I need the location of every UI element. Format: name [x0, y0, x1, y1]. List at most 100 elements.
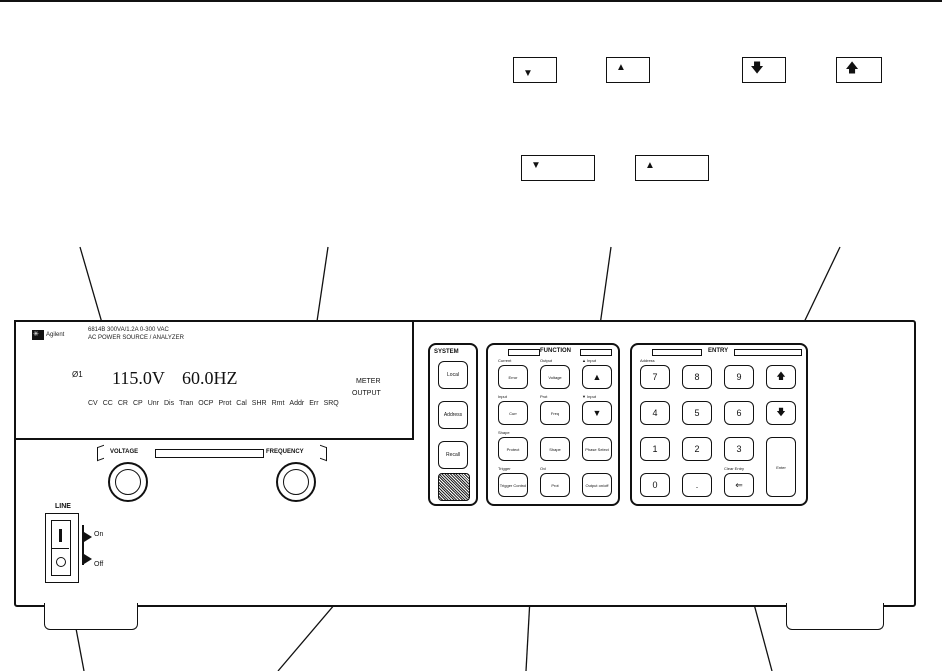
entry-key-label: . [695, 480, 699, 490]
function-key-label: Output on/off [585, 482, 609, 488]
entry-key-1-3[interactable]: 🡇 [766, 401, 796, 425]
key-symbol-up-wide: ▲ [635, 155, 709, 181]
display-window: ✳ Agilent 6814B 300VA/1.2A 0-300 VAC AC … [14, 320, 414, 440]
model-line-2: AC POWER SOURCE / ANALYZER [88, 335, 184, 341]
entry-key-3-0[interactable]: 0 [640, 473, 670, 497]
entry-key-label: 5 [694, 408, 700, 418]
off-indicator-icon [84, 554, 92, 564]
function-key-label: Freq [550, 410, 560, 416]
key-symbol-down-small: ▼ [513, 57, 557, 83]
entry-key-0-3[interactable]: 🡅 [766, 365, 796, 389]
page-top-rule [0, 0, 942, 2]
entry-key-3-1[interactable]: . [682, 473, 712, 497]
function-key-caption: Ovl [540, 466, 546, 471]
function-key-3-2[interactable]: Output on/off [582, 473, 612, 497]
line-label: LINE [55, 503, 71, 510]
entry-key-caption: Address [640, 358, 655, 363]
function-key-label: Voltage [548, 374, 562, 380]
function-key-caption: Trigger [498, 466, 511, 471]
key-symbol-down-wide: ▼ [521, 155, 595, 181]
phase-indicator: Ø1 [72, 370, 83, 379]
entry-key-1-0[interactable]: 4 [640, 401, 670, 425]
entry-key-1-2[interactable]: 6 [724, 401, 754, 425]
function-key-caption: Prot [540, 394, 548, 399]
annunciator-srq: SRQ [323, 400, 339, 407]
entry-key-2-2[interactable]: 3 [724, 437, 754, 461]
frequency-readout: 60.0HZ [182, 368, 238, 388]
function-key-label: Shape [549, 446, 561, 452]
line-switch-bezel [45, 513, 79, 583]
frequency-knob[interactable] [276, 462, 316, 502]
annunciator-shr: SHR [251, 400, 267, 407]
on-label: On [94, 531, 104, 538]
annunciator-addr: Addr [289, 400, 305, 407]
function-key-1-2[interactable]: ▼ [582, 401, 612, 425]
entry-key-1-1[interactable]: 5 [682, 401, 712, 425]
entry-key-label: 7 [652, 372, 658, 382]
entry-key-2-1[interactable]: 2 [682, 437, 712, 461]
annunciator-cr: CR [117, 400, 128, 407]
entry-title: ENTRY [708, 348, 729, 354]
annunciator-tran: Tran [179, 400, 194, 407]
entry-key-2-0[interactable]: 1 [640, 437, 670, 461]
frequency-bracket-icon [320, 444, 327, 462]
output-label: OUTPUT [352, 390, 381, 397]
function-title-bar-right [580, 349, 612, 356]
recall-button[interactable]: Recall [438, 441, 468, 469]
function-title: FUNCTION [540, 348, 571, 354]
function-key-caption: Shape [498, 430, 510, 435]
function-key-0-2[interactable]: ▲ [582, 365, 612, 389]
function-key-2-0[interactable]: Protect [498, 437, 528, 461]
annunciator-cv: CV [88, 400, 98, 407]
annunciator-unr: Unr [147, 400, 159, 407]
entry-title-bar-right [734, 349, 802, 356]
address-button[interactable]: Address [438, 401, 468, 429]
key-symbol-down-arrow: 🡇 [742, 57, 786, 83]
entry-key-label: 3 [736, 444, 742, 454]
function-key-1-1[interactable]: Freq [540, 401, 570, 425]
meter-label: METER [356, 378, 381, 385]
entry-key-label: 🡇 [776, 407, 786, 417]
on-indicator-stem [82, 525, 84, 553]
key-symbol-up-small: ▲ [606, 57, 650, 83]
annunciator-err: Err [309, 400, 319, 407]
entry-key-label: 6 [736, 408, 742, 418]
function-key-label: ▼ [592, 408, 602, 418]
function-key-label: Protect [506, 446, 520, 452]
switch-on-mark-icon [59, 529, 62, 542]
voltage-knob[interactable] [108, 462, 148, 502]
function-key-3-1[interactable]: Prot [540, 473, 570, 497]
entry-key-0-0[interactable]: 7 [640, 365, 670, 389]
voltage-knob-label: VOLTAGE [110, 449, 139, 455]
function-key-caption: Output [540, 358, 553, 363]
function-key-caption: ▼ Input [582, 394, 596, 399]
annunciator-cc: CC [102, 400, 113, 407]
entry-key-0-2[interactable]: 9 [724, 365, 754, 389]
right-foot [786, 603, 884, 630]
annunciator-ocp: OCP [198, 400, 214, 407]
entry-key-2-3[interactable]: Enter [766, 437, 796, 497]
function-key-0-1[interactable]: Voltage [540, 365, 570, 389]
system-title: SYSTEM [434, 349, 459, 355]
entry-key-0-1[interactable]: 8 [682, 365, 712, 389]
local-button[interactable]: Local [438, 361, 468, 389]
function-key-2-1[interactable]: Shape [540, 437, 570, 461]
function-key-0-0[interactable]: Error [498, 365, 528, 389]
system-key-group: SYSTEM Local Address Recall [428, 343, 478, 506]
speaker-grille [438, 473, 470, 501]
function-key-3-0[interactable]: Trigger Control [498, 473, 528, 497]
annunciator-cp: CP [132, 400, 143, 407]
off-label: Off [94, 561, 104, 568]
function-key-2-2[interactable]: Phase Select [582, 437, 612, 461]
entry-key-caption: Clear Entry [724, 466, 745, 471]
function-key-1-0[interactable]: Curr [498, 401, 528, 425]
line-switch[interactable] [51, 520, 71, 576]
frequency-knob-label: FREQUENCY [266, 449, 304, 455]
key-symbol-up-arrow: 🡅 [836, 57, 882, 83]
function-title-bar-left [508, 349, 540, 356]
switch-off-mark-icon [56, 557, 66, 567]
entry-key-3-2[interactable]: ⇐ [724, 473, 754, 497]
function-key-label: Phase Select [585, 446, 609, 452]
